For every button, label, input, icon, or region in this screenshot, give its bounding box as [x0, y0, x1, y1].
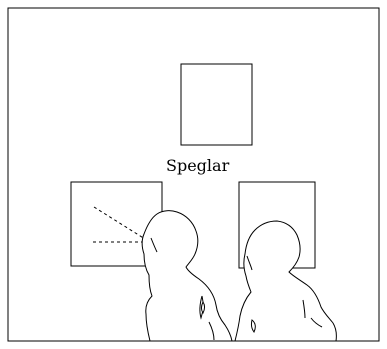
right-child-toy: [250, 319, 256, 333]
right-child-arm: [302, 299, 306, 319]
left-child-ear: [150, 237, 158, 253]
right-child-silhouette: [234, 220, 337, 342]
right-child-hand: [310, 317, 323, 328]
left-child-hand: [208, 321, 215, 341]
mirrors-label: Speglar: [166, 156, 230, 175]
left-child-silhouette: [141, 210, 233, 342]
left-child-toy: [201, 301, 205, 314]
right-child-ear: [246, 255, 253, 271]
gaze-line-diagonal: [93, 206, 146, 240]
gaze-lines: [93, 206, 146, 243]
mirror-top: [180, 63, 253, 146]
